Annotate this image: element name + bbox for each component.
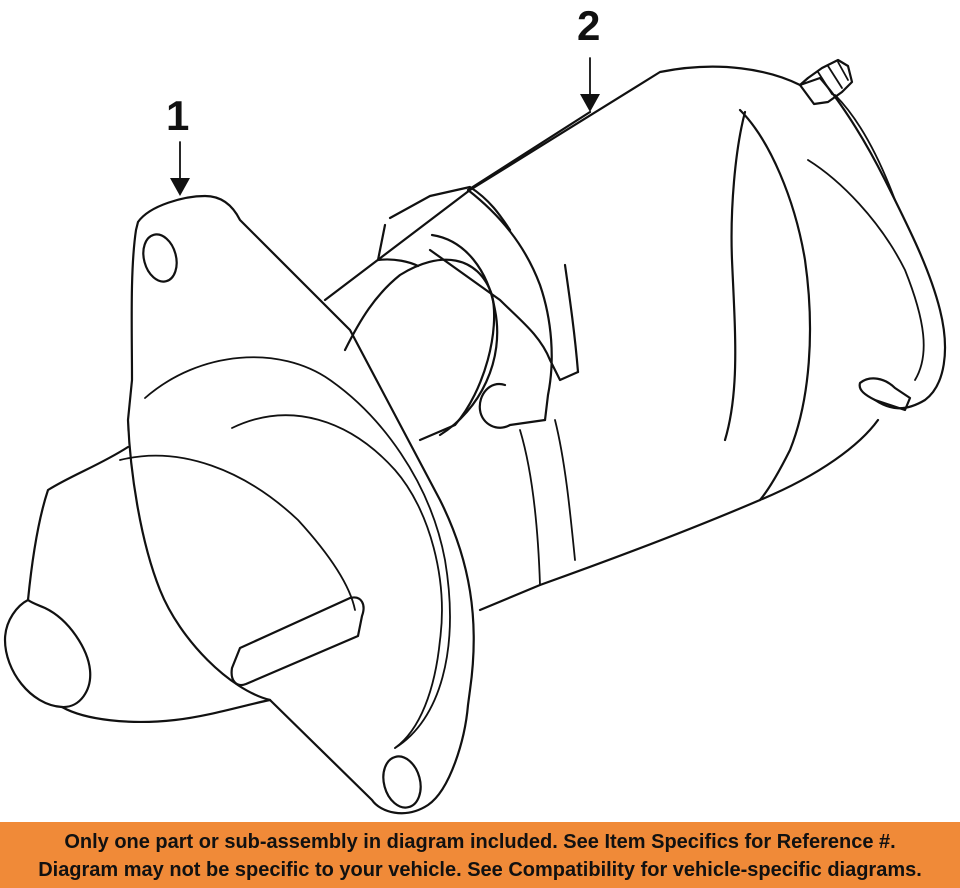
disclaimer-line-1: Only one part or sub-assembly in diagram… <box>64 831 896 853</box>
flange-bolt-hole-lower <box>382 755 422 809</box>
callout-1-arrowhead <box>170 178 190 196</box>
flange-bolt-hole-upper <box>142 233 178 283</box>
solenoid <box>343 110 592 442</box>
callout-2-number: 2 <box>577 2 600 49</box>
callout-2: 2 <box>577 2 600 112</box>
callout-1-number: 1 <box>166 92 189 139</box>
mounting-flange <box>126 194 475 815</box>
callout-1: 1 <box>166 92 190 196</box>
rear-end-cap <box>798 76 947 412</box>
motor-body <box>323 65 880 612</box>
pinion-nose <box>3 445 365 723</box>
terminal-stud <box>798 58 854 106</box>
disclaimer-banner: Only one part or sub-assembly in diagram… <box>0 822 960 888</box>
disclaimer-line-2: Diagram may not be specific to your vehi… <box>38 859 922 881</box>
pinion-slot <box>230 596 365 687</box>
starter-motor-drawing: 1 2 <box>3 2 947 815</box>
starter-motor-diagram: 1 2 <box>3 2 947 815</box>
callout-2-arrowhead <box>580 94 600 112</box>
